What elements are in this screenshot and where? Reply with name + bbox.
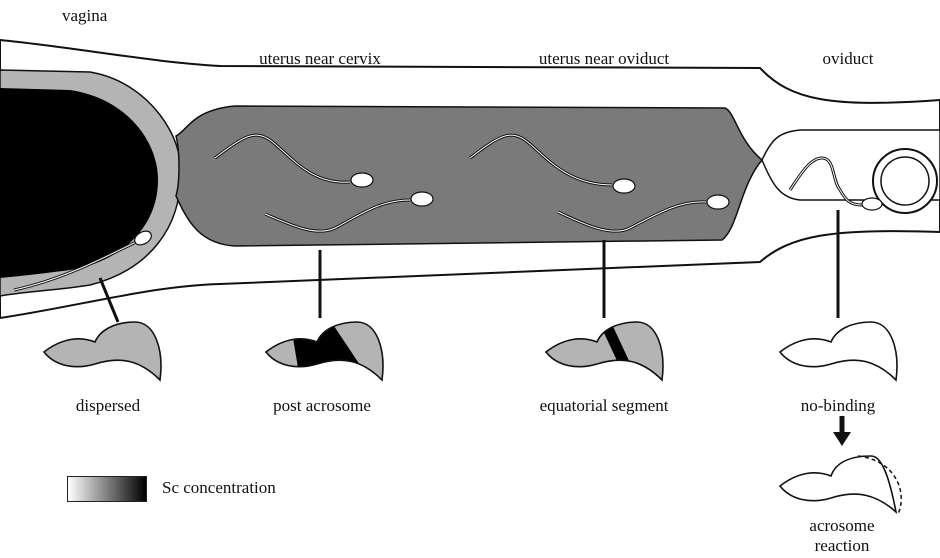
label-no-binding: no-binding	[801, 396, 876, 416]
head-post-acrosome	[266, 320, 383, 380]
sc-concentration-gradient	[67, 476, 147, 502]
legend-label: Sc concentration	[162, 478, 276, 498]
head-acrosome-reaction	[780, 456, 901, 514]
region-label-vagina: vagina	[62, 6, 107, 26]
region-label-uterus-near-oviduct: uterus near oviduct	[539, 49, 669, 69]
region-label-oviduct: oviduct	[823, 49, 874, 69]
uterus-lumen	[176, 106, 762, 246]
head-dispersed	[44, 322, 161, 380]
oocyte-inner	[881, 157, 929, 205]
label-acrosome-reaction-line1: acrosome	[809, 516, 874, 536]
label-post-acrosome: post acrosome	[273, 396, 371, 416]
label-dispersed: dispersed	[76, 396, 140, 416]
head-no-binding	[780, 322, 897, 380]
down-arrow-icon	[833, 416, 851, 446]
label-equatorial-segment: equatorial segment	[540, 396, 669, 416]
head-equatorial	[546, 320, 663, 380]
region-label-uterus-near-cervix: uterus near cervix	[259, 49, 381, 69]
label-acrosome-reaction-line2: reaction	[815, 536, 870, 556]
